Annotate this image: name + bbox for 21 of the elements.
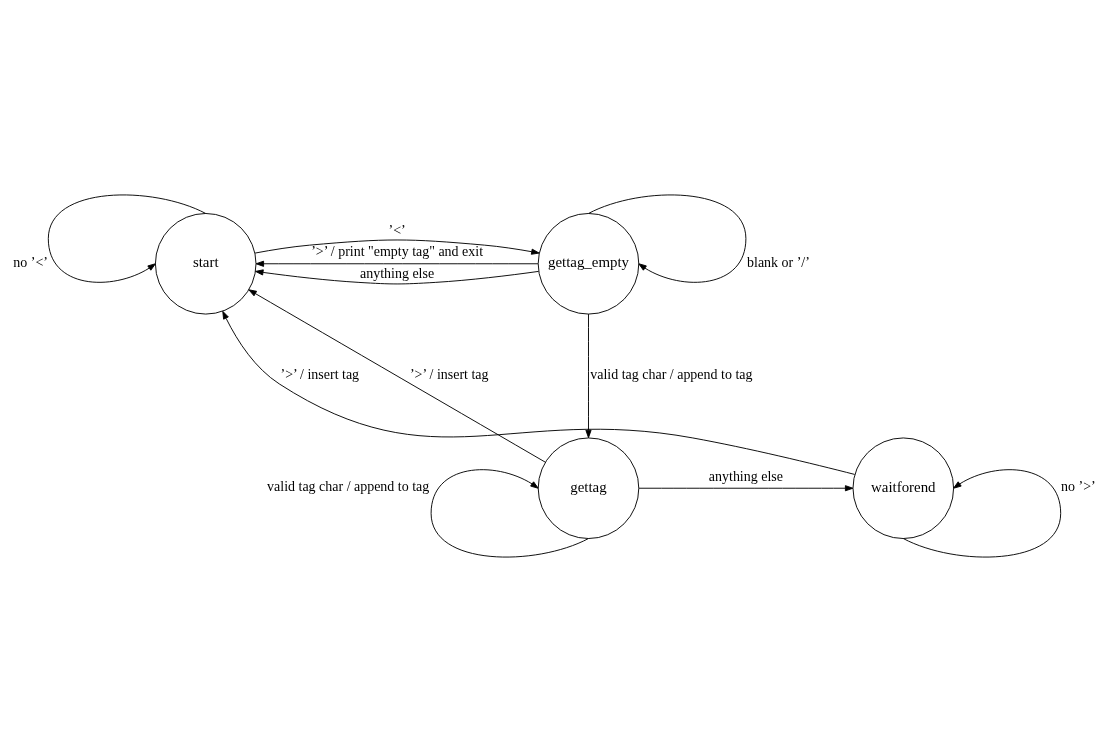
arrow: [255, 268, 540, 284]
arrow: [585, 313, 592, 438]
edge-label: valid tag char / append to tag: [590, 366, 753, 382]
edge-label: anything else: [360, 265, 435, 281]
arrow: [255, 260, 539, 267]
edge-label: ’<’: [388, 222, 406, 238]
arrow: [222, 310, 856, 475]
edge-label: ’>’ / insert tag: [280, 366, 360, 382]
arrow: [248, 288, 546, 463]
edge-label: ’>’ / insert tag: [409, 366, 489, 382]
edge-label: no ’<’: [13, 254, 48, 270]
edge-label: no ’>’: [1061, 478, 1096, 494]
node-circle: waitforend: [852, 436, 955, 539]
edge-label: valid tag char / append to tag: [267, 478, 430, 494]
arrow: [254, 239, 540, 255]
edge-label: blank or ’/’: [747, 254, 810, 270]
node-circle: gettag: [537, 436, 640, 539]
arrow: [638, 484, 854, 491]
node-circle: gettag_empty: [537, 212, 640, 315]
edge-label: anything else: [708, 468, 783, 484]
edge-label: ’>’ / print "empty tag" and exit: [311, 243, 484, 259]
